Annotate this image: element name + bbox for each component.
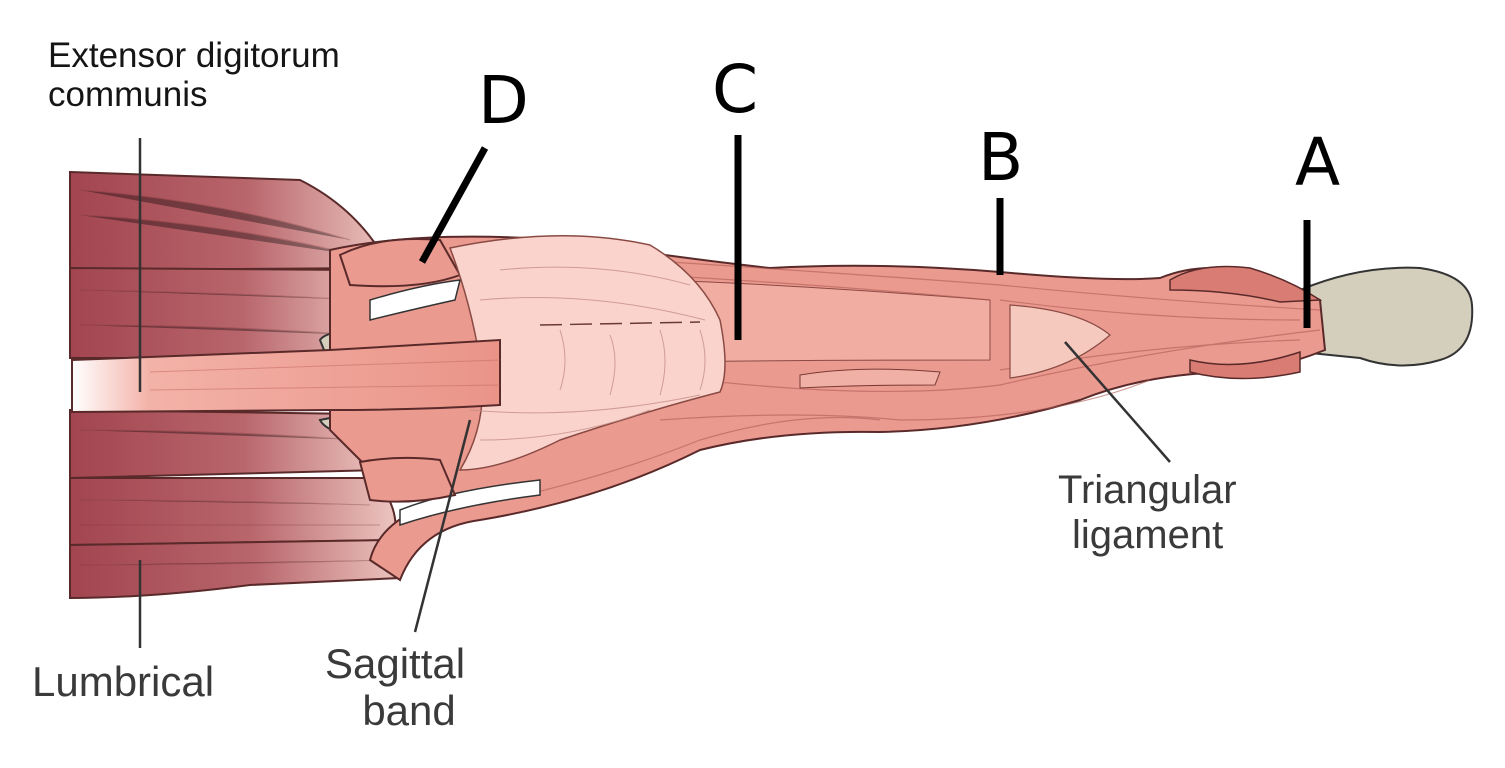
label-extensor-line-2: communis xyxy=(48,75,340,114)
label-sagittal-line-1: Sagittal xyxy=(325,640,465,687)
label-sagittal-line-2: band xyxy=(353,687,465,734)
label-triangular-line-1: Triangular xyxy=(1058,468,1237,513)
label-lumbrical: Lumbrical xyxy=(32,658,214,705)
label-letter-b: B xyxy=(978,125,1023,191)
label-extensor-line-1: Extensor digitorum xyxy=(48,36,340,75)
label-triangular-line-2: ligament xyxy=(1072,513,1237,558)
label-extensor-digitorum-communis: Extensor digitorum communis xyxy=(48,36,340,114)
label-sagittal-band: Sagittal band xyxy=(325,640,465,734)
label-letter-c: C xyxy=(712,57,758,123)
label-letter-a: A xyxy=(1295,130,1340,196)
label-letter-d: D xyxy=(478,68,529,134)
label-triangular-ligament: Triangular ligament xyxy=(1058,468,1237,558)
